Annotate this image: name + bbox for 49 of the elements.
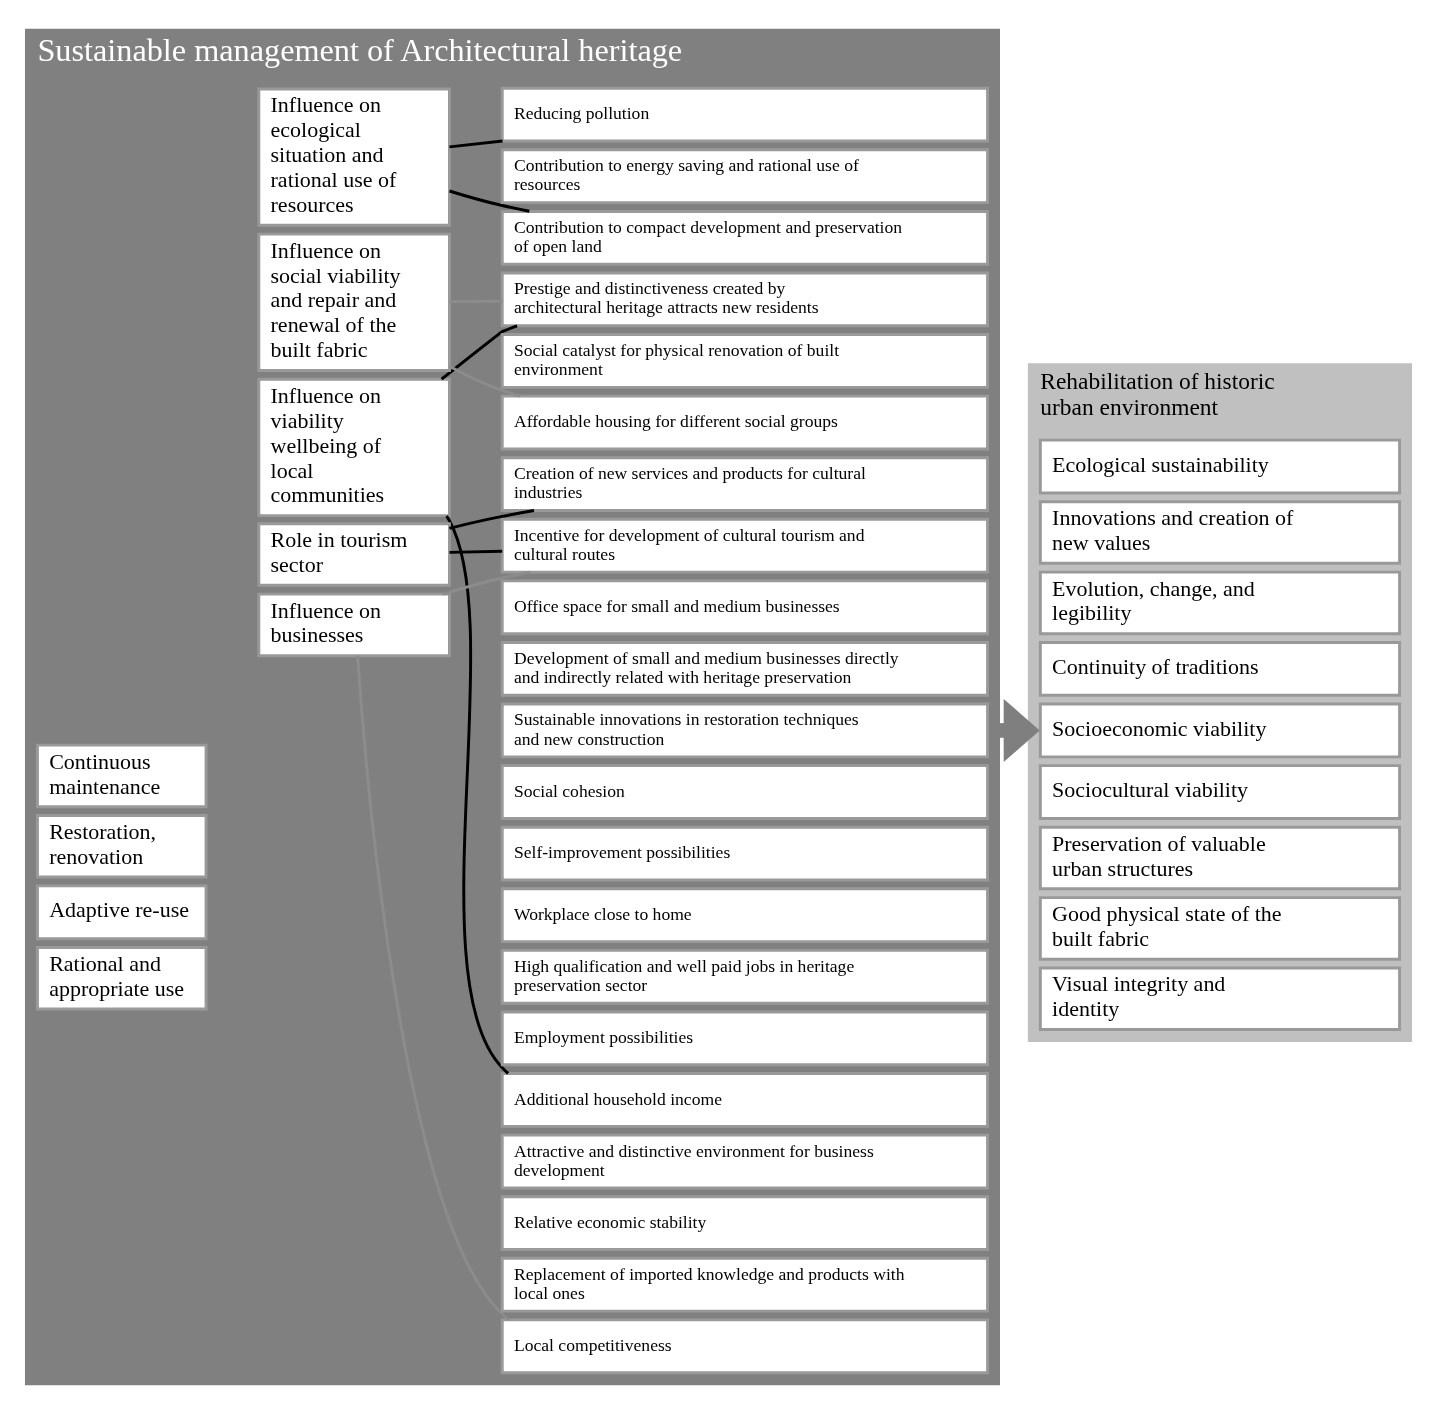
node-box: Office space for small and medium businesses <box>500 579 990 636</box>
node-box: Self-improvement possibilities <box>500 825 990 882</box>
connector <box>449 509 535 530</box>
connector <box>440 324 518 381</box>
node-box: Influence on ecological situation and rational use of resources <box>257 87 451 227</box>
node-box: High qualification and well paid jobs in heritage preservation sector <box>500 948 990 1005</box>
node-box: Continuous maintenance <box>35 743 208 809</box>
connector <box>445 515 510 1075</box>
node-box: Replacement of imported knowledge and products with local ones <box>500 1256 990 1313</box>
node-box: Sociocultural viability <box>1038 764 1402 820</box>
connector <box>442 570 531 596</box>
node-box: Attractive and distinctive environment for business development <box>500 1133 990 1190</box>
node-box: Influence on social viability and repair and renewal of the built fabric <box>257 232 451 372</box>
node-box: Incentive for development of cultural tourism and cultural routes <box>500 517 990 574</box>
node-box: Sustainable innovations in restoration techniques and new construction <box>500 702 990 759</box>
node-box: Visual integrity and identity <box>1038 966 1402 1032</box>
node-box: Workplace close to home <box>500 887 990 944</box>
node-box: Contribution to compact development and preservation of open land <box>500 209 990 266</box>
node-box: Restoration, renovation <box>35 814 208 879</box>
node-box: Evolution, change, and legibility <box>1038 570 1402 636</box>
node-box: Prestige and distinctiveness created by architectural heritage attracts new residents <box>500 271 990 328</box>
node-box: Social cohesion <box>500 764 990 820</box>
node-box: Relative economic stability <box>500 1195 990 1251</box>
node-box: Affordable housing for different social groups <box>500 394 990 451</box>
node-box: Good physical state of the built fabric <box>1038 896 1402 961</box>
node-box: Contribution to energy saving and rational use of resources <box>500 148 990 205</box>
connector <box>449 139 503 149</box>
node-box: Local competitiveness <box>500 1318 990 1375</box>
connector <box>448 364 521 398</box>
node-box: Influence on businesses <box>257 592 451 658</box>
connector <box>449 189 530 213</box>
node-box: Social catalyst for physical renovation of built environment <box>500 333 990 389</box>
connector <box>449 549 503 554</box>
node-box: Reducing pollution <box>500 86 990 143</box>
connector <box>449 299 503 304</box>
node-box: Creation of new services and products for cultural industries <box>500 456 990 512</box>
node-box: Innovations and creation of new values <box>1038 500 1402 565</box>
node-box: Role in tourism sector <box>257 522 451 587</box>
node-box: Rational and appropriate use <box>35 946 208 1011</box>
node-box: Additional household income <box>500 1072 990 1128</box>
node-box: Socioeconomic viability <box>1038 702 1402 759</box>
node-box: Development of small and medium businesses directly and indirectly related with heritage preservation <box>500 641 990 697</box>
node-box: Ecological sustainability <box>1038 438 1402 495</box>
node-box: Influence on viability wellbeing of local communities <box>257 377 451 518</box>
connector <box>356 655 510 1321</box>
node-box: Continuity of traditions <box>1038 641 1402 697</box>
node-box: Adaptive re-use <box>35 884 208 941</box>
node-box: Employment possibilities <box>500 1010 990 1067</box>
node-box: Preservation of valuable urban structures <box>1038 825 1402 891</box>
